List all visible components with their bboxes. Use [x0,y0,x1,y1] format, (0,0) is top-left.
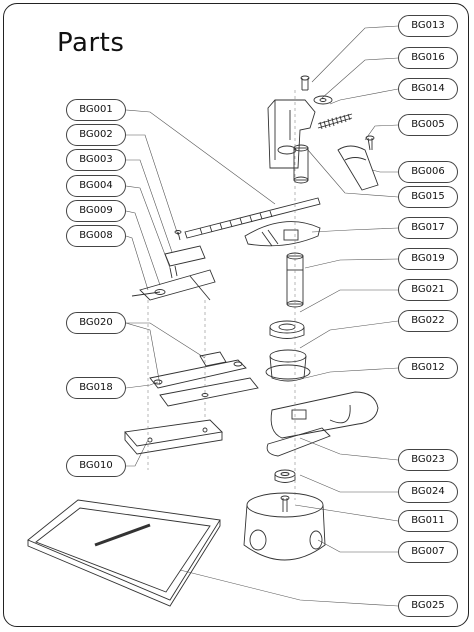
part-bg017-plate [244,221,321,247]
label-bg006: BG006 [398,161,458,183]
page-title: Parts [57,28,125,58]
label-bg004: BG004 [66,175,126,197]
label-bg019: BG019 [398,248,458,270]
label-bg018: BG018 [66,377,126,399]
part-bg023-arm [266,427,331,457]
part-bg005-spring [317,113,353,130]
leader-lines [125,25,399,607]
part-bg011-screw [280,495,290,512]
label-bg009: BG009 [66,200,126,222]
part-bg008-pin [131,289,166,297]
label-bg024: BG024 [398,481,458,503]
label-bg011: BG011 [398,510,458,532]
label-bg020: BG020 [66,312,126,334]
part-bg003-bracket [164,245,206,267]
part-bg004-spring [169,265,178,279]
part-bg007-base [243,492,326,561]
label-bg022: BG022 [398,310,458,332]
part-bg002-pin [174,230,182,241]
label-bg010: BG010 [66,455,126,477]
label-bg007: BG007 [398,541,458,563]
label-bg016: BG016 [398,47,458,69]
part-bg025-mat [27,499,221,607]
label-bg005: BG005 [398,114,458,136]
part-bg001-rod [184,197,321,239]
part-bg013-screw [300,75,310,91]
part-bg019-shaft [286,252,304,308]
label-bg014: BG014 [398,78,458,100]
part-bg005-screw [365,135,375,151]
label-bg008: BG008 [66,225,126,247]
part-bg022-bushing [265,349,311,382]
label-bg015: BG015 [398,186,458,208]
assembly-axes [147,90,296,500]
label-bg023: BG023 [398,449,458,471]
label-bg002: BG002 [66,124,126,146]
part-bg015-post [293,144,309,184]
part-bg020-link [149,351,247,389]
part-bg016-washer [313,95,333,105]
part-bg021-nut [269,320,305,339]
part-bg010-block [124,419,223,455]
label-bg017: BG017 [398,217,458,239]
label-bg025: BG025 [398,595,458,617]
page-frame [3,3,469,627]
label-bg021: BG021 [398,279,458,301]
part-bg012-arm [270,391,379,439]
label-bg001: BG001 [66,99,126,121]
label-bg003: BG003 [66,149,126,171]
label-bg012: BG012 [398,357,458,379]
part-bg024-washer [274,469,296,483]
label-bg013: BG013 [398,15,458,37]
part-bg006-clip [337,145,379,191]
part-bg018-plate [159,377,259,407]
part-bg009-lever [139,269,216,301]
